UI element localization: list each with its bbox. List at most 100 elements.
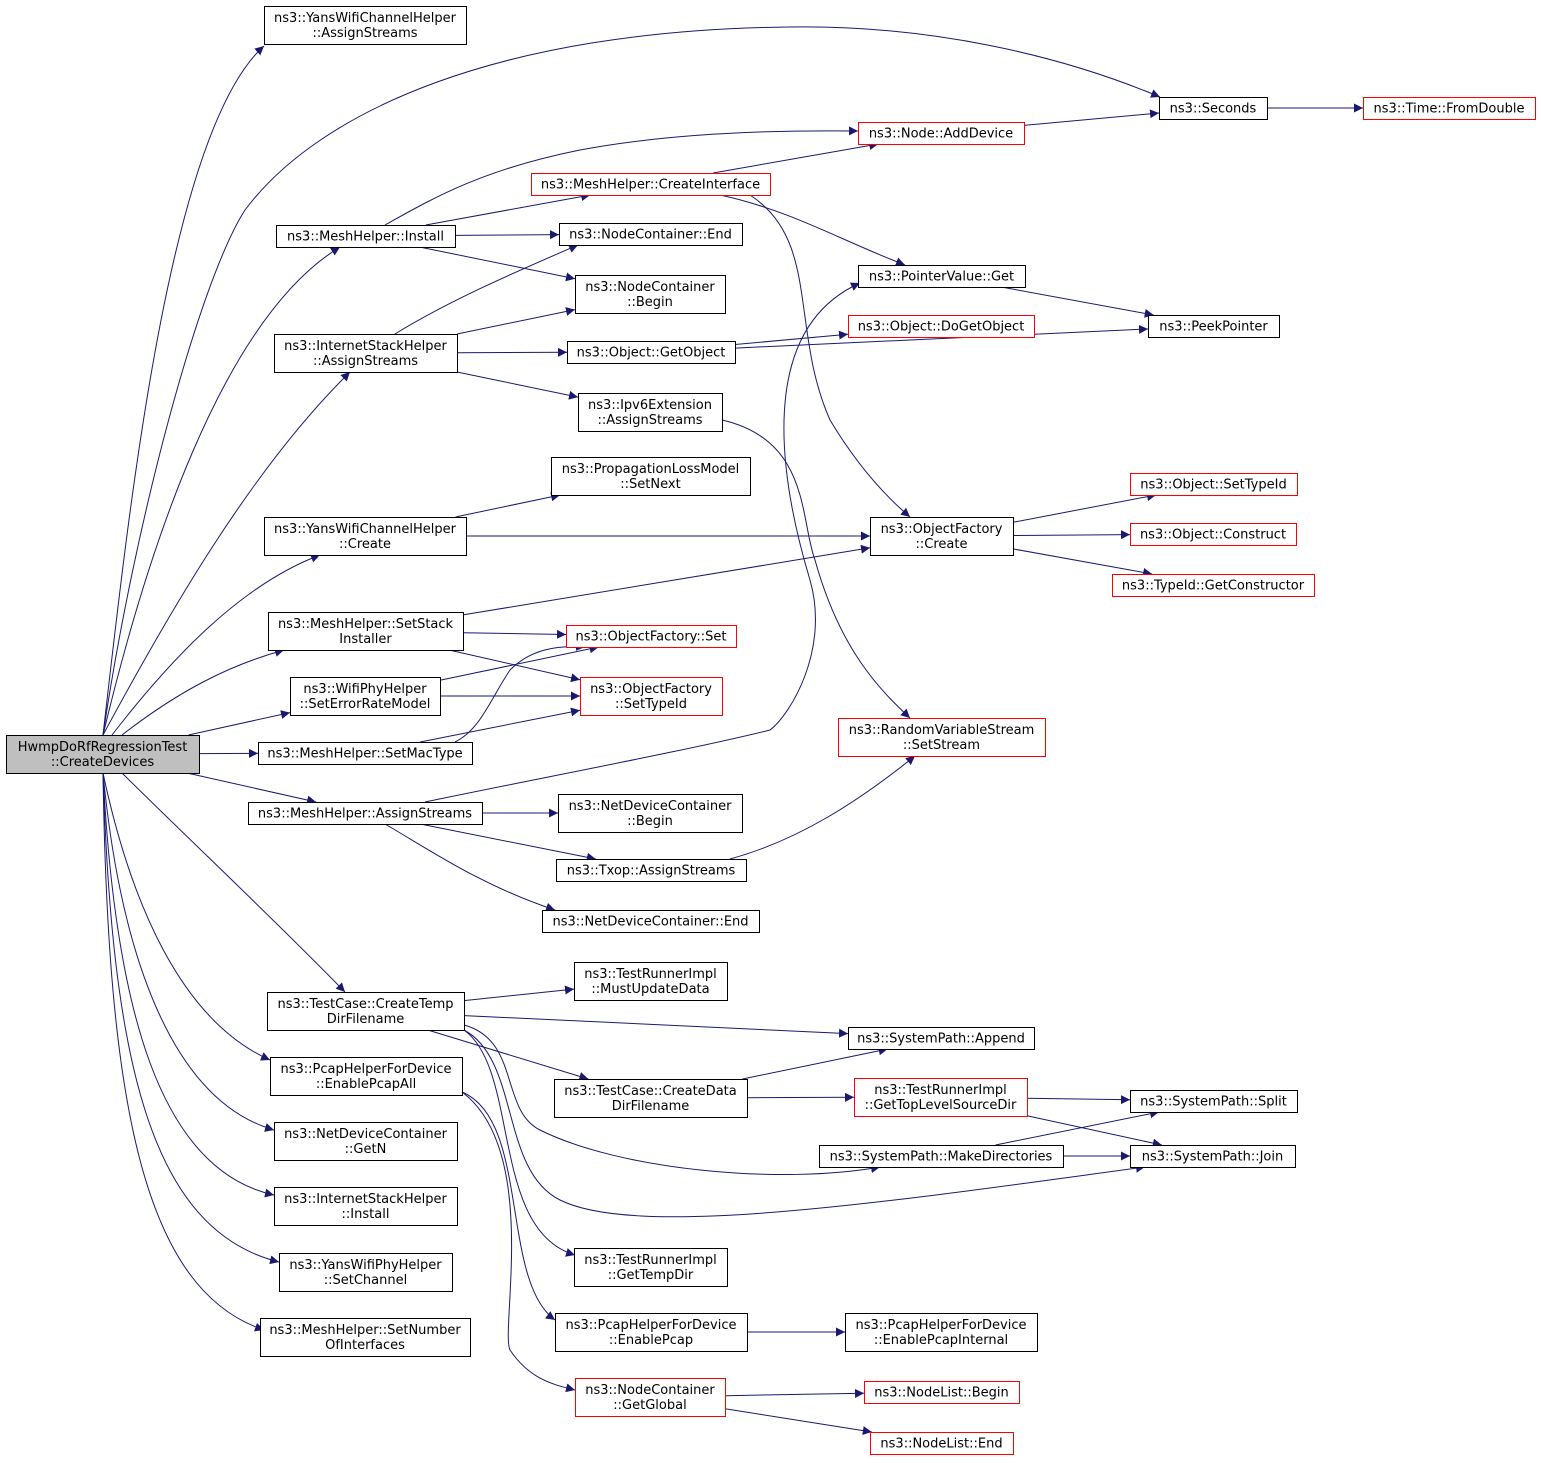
node-obj_settypeid[interactable]: ns3::Object::SetTypeId: [1130, 473, 1298, 496]
node-inet_install[interactable]: ns3::InternetStackHelper::Install: [274, 1187, 458, 1226]
edge-line: [463, 1029, 1146, 1218]
node-tri_tempdir[interactable]: ns3::TestRunnerImpl::GetTempDir: [574, 1248, 728, 1287]
node-nc_begin[interactable]: ns3::NodeContainer::Begin: [575, 275, 726, 314]
node-txop_assign[interactable]: ns3::Txop::AssignStreams: [556, 859, 747, 882]
node-tri_mustupdate[interactable]: ns3::TestRunnerImpl::MustUpdateData: [574, 962, 728, 1001]
node-tri_toplevel[interactable]: ns3::TestRunnerImpl::GetTopLevelSourceDi…: [854, 1078, 1028, 1117]
node-mesh_install[interactable]: ns3::MeshHelper::Install: [276, 225, 456, 248]
edge-inet_assign-to-nc_begin: [456, 307, 576, 335]
node-box: [848, 315, 1035, 338]
node-pcap_all[interactable]: ns3::PcapHelperForDevice::EnablePcapAll: [270, 1057, 463, 1096]
edge-inet_assign-to-ipv6_assign: [456, 371, 579, 400]
edges-layer: [102, 26, 1363, 1436]
node-yansphy_setch[interactable]: ns3::YansWifiPhyHelper::SetChannel: [279, 1253, 453, 1292]
node-label: ns3::MeshHelper::Install: [287, 230, 444, 245]
node-nl_begin[interactable]: ns3::NodeList::Begin: [864, 1381, 1020, 1404]
node-label: ns3::TestRunnerImpl: [584, 967, 717, 982]
edge-mesh_setstack-to-of_set: [462, 629, 567, 639]
node-of_settypeid[interactable]: ns3::ObjectFactory::SetTypeId: [580, 677, 723, 716]
edge-mesh_setstack-to-of_create: [462, 544, 871, 616]
node-rvs_setstream[interactable]: ns3::RandomVariableStream::SetStream: [838, 718, 1046, 757]
node-label: DirFilename: [612, 1099, 690, 1114]
edge-line: [1026, 1115, 1162, 1148]
edge-obj_getobj-to-obj_dogetobj: [734, 330, 849, 345]
node-time_fromdouble[interactable]: ns3::Time::FromDouble: [1363, 97, 1536, 120]
node-ndc_end[interactable]: ns3::NetDeviceContainer::End: [542, 910, 760, 933]
edge-line: [1001, 286, 1154, 318]
node-ndc_getn[interactable]: ns3::NetDeviceContainer::GetN: [274, 1122, 458, 1161]
node-nc_end[interactable]: ns3::NodeContainer::End: [559, 223, 743, 246]
node-obj_dogetobj[interactable]: ns3::Object::DoGetObject: [848, 315, 1035, 338]
node-peekptr[interactable]: ns3::PeekPointer: [1148, 315, 1280, 338]
node-label: ::GetN: [345, 1142, 387, 1157]
edge-root-to-yans_ch_assign: [102, 45, 265, 736]
edge-line: [463, 1024, 881, 1176]
edge-line: [713, 141, 879, 174]
node-label: ns3::ObjectFactory::Set: [575, 630, 726, 645]
node-seconds[interactable]: ns3::Seconds: [1159, 97, 1268, 120]
node-box: [858, 122, 1025, 145]
edge-node_adddev-to-seconds: [1023, 109, 1160, 126]
node-box: [1130, 1090, 1298, 1113]
edge-mesh_createif-to-node_adddev: [713, 141, 879, 174]
edge-line: [456, 371, 579, 400]
node-pv_get[interactable]: ns3::PointerValue::Get: [858, 265, 1026, 288]
node-mesh_assign[interactable]: ns3::MeshHelper::AssignStreams: [248, 802, 483, 825]
node-sp_join[interactable]: ns3::SystemPath::Join: [1130, 1145, 1296, 1168]
node-sp_append[interactable]: ns3::SystemPath::Append: [848, 1027, 1035, 1050]
node-yans_ch_assign[interactable]: ns3::YansWifiChannelHelper::AssignStream…: [264, 6, 467, 45]
node-obj_construct[interactable]: ns3::Object::Construct: [1130, 523, 1297, 546]
node-tid_getctor[interactable]: ns3::TypeId::GetConstructor: [1112, 574, 1315, 597]
edge-line: [102, 45, 265, 736]
node-label: ::SetTypeId: [615, 697, 687, 712]
node-box: [264, 517, 467, 556]
node-ipv6_assign[interactable]: ns3::Ipv6Extension::AssignStreams: [578, 393, 723, 432]
edge-line: [1023, 109, 1160, 126]
node-box: [556, 859, 747, 882]
node-label: ns3::TestCase::CreateData: [564, 1084, 736, 1099]
node-label: ::Create: [339, 537, 391, 552]
node-label: ns3::Seconds: [1170, 102, 1257, 117]
node-inet_assign[interactable]: ns3::InternetStackHelper::AssignStreams: [274, 334, 458, 373]
node-obj_getobj[interactable]: ns3::Object::GetObject: [567, 341, 736, 364]
node-ndc_begin[interactable]: ns3::NetDeviceContainer::Begin: [558, 794, 743, 833]
node-nc_global[interactable]: ns3::NodeContainer::GetGlobal: [575, 1378, 726, 1417]
node-label: ::SetStream: [903, 738, 980, 753]
node-label: ::SetErrorRateModel: [300, 697, 431, 712]
node-ploss_setnext[interactable]: ns3::PropagationLossModel::SetNext: [551, 457, 751, 496]
node-label: ns3::PointerValue::Get: [869, 270, 1014, 285]
node-of_set[interactable]: ns3::ObjectFactory::Set: [566, 625, 737, 648]
edge-line: [439, 644, 599, 681]
node-nl_end[interactable]: ns3::NodeList::End: [870, 1432, 1014, 1455]
edge-line: [102, 772, 275, 1198]
edge-root-to-yansphy_setch: [102, 772, 280, 1265]
node-sp_split[interactable]: ns3::SystemPath::Split: [1130, 1090, 1298, 1113]
edge-of_create-to-obj_settypeid: [1012, 492, 1157, 523]
node-label: ns3::Object::Construct: [1140, 528, 1286, 543]
node-pcap_internal[interactable]: ns3::PcapHelperForDevice::EnablePcapInte…: [845, 1313, 1038, 1352]
node-yans_ch_create[interactable]: ns3::YansWifiChannelHelper::Create: [264, 517, 467, 556]
edge-line: [461, 1091, 576, 1393]
node-wifiphy_seterr[interactable]: ns3::WifiPhyHelper::SetErrorRateModel: [290, 677, 441, 716]
node-mesh_createif[interactable]: ns3::MeshHelper::CreateInterface: [531, 173, 771, 196]
node-label: ns3::NodeContainer: [585, 1383, 715, 1398]
node-pcap_enable[interactable]: ns3::PcapHelperForDevice::EnablePcap: [555, 1313, 748, 1352]
edge-line: [455, 492, 561, 518]
node-label: ns3::NetDeviceContainer::End: [552, 915, 748, 930]
node-box: [258, 742, 473, 765]
node-label: ::EnablePcapInternal: [874, 1333, 1008, 1348]
node-label: ns3::InternetStackHelper: [284, 339, 447, 354]
node-node_adddev[interactable]: ns3::Node::AddDevice: [858, 122, 1025, 145]
node-sp_makedirs[interactable]: ns3::SystemPath::MakeDirectories: [819, 1145, 1064, 1168]
node-mesh_setmac[interactable]: ns3::MeshHelper::SetMacType: [258, 742, 473, 765]
edge-line: [462, 629, 567, 639]
node-of_create[interactable]: ns3::ObjectFactory::Create: [870, 517, 1014, 556]
edge-line: [102, 772, 280, 1265]
edge-root-to-mesh_assign: [186, 772, 317, 805]
node-box: [567, 341, 736, 364]
edge-line: [1012, 548, 1153, 577]
